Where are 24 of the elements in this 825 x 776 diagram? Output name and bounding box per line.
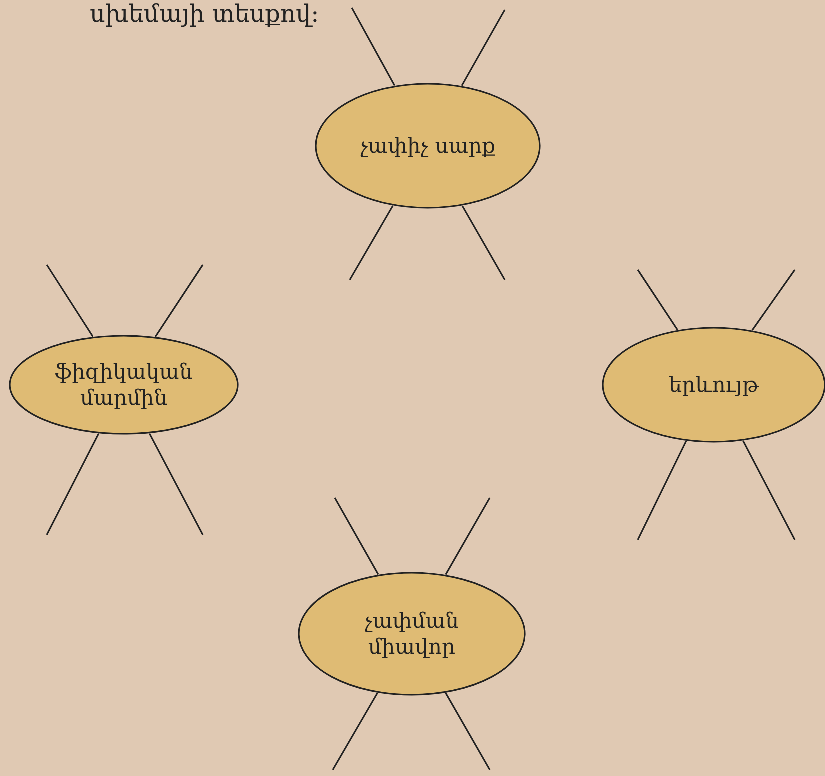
line — [461, 10, 506, 86]
line — [46, 264, 94, 338]
line — [334, 498, 380, 576]
line — [154, 264, 204, 338]
line — [349, 206, 394, 280]
line — [149, 433, 204, 536]
line — [637, 270, 678, 331]
line — [445, 692, 491, 770]
node-label: ֆիզիկական մարմին — [54, 358, 194, 412]
line — [752, 270, 796, 331]
instruction-text: սխեմայի տեսքով: — [90, 0, 320, 28]
ellipse-node — [298, 572, 526, 696]
ellipse-node — [315, 83, 541, 209]
ellipse-node — [9, 335, 239, 435]
line — [351, 8, 396, 86]
node-label: չափիչ սարք — [360, 132, 496, 160]
line — [46, 433, 100, 536]
line — [637, 440, 688, 540]
line — [742, 440, 796, 540]
node-label: երևույթ — [668, 372, 760, 398]
line — [462, 206, 506, 280]
line — [332, 692, 378, 770]
node-label: չափման միավոր — [364, 608, 460, 660]
line — [445, 498, 491, 576]
